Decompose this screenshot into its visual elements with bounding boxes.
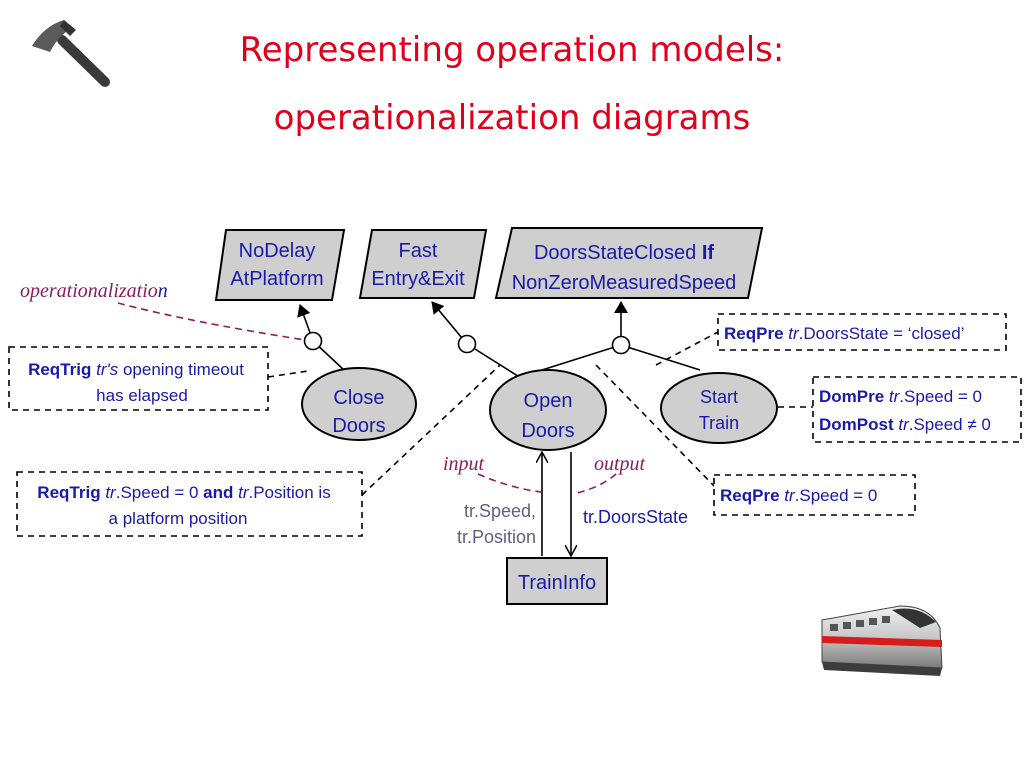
dom-start-train-box: DomPre tr.Speed = 0 DomPost tr.Speed ≠ 0	[812, 376, 1022, 443]
operation-open-doors: Open Doors	[489, 369, 607, 451]
operation-start-train: Start Train	[660, 372, 778, 444]
reqpre-speed-box: ReqPre tr.Speed = 0	[713, 474, 916, 516]
requirement-connectors	[267, 331, 813, 496]
operationalization-circle	[611, 335, 631, 355]
goal-label-line-1: Fast	[399, 240, 438, 262]
input-vars-line-2: tr.Position	[457, 527, 536, 547]
operation-label-line-2: Train	[699, 413, 739, 433]
goal-label-line-1: NoDelay	[239, 240, 316, 262]
output-vars: tr.DoorsState	[583, 507, 688, 527]
operation-label-line-1: Start	[700, 387, 738, 407]
goal-doors-state-closed: DoorsStateClosed If NonZeroMeasuredSpeed	[494, 227, 764, 299]
goal-label-line-2: AtPlatform	[230, 268, 323, 290]
slide-title-line-2: operationalization diagrams	[273, 98, 751, 138]
reqtrig-open-doors-box: ReqTrig tr.Speed = 0 and tr.Position is …	[16, 471, 363, 537]
annotation-curves	[117, 302, 617, 495]
goal-label-line-2: NonZeroMeasuredSpeed	[512, 272, 737, 294]
goal-nodelay-atplatform: NoDelay AtPlatform	[214, 229, 346, 301]
operationalization-label: operationalization	[20, 280, 168, 302]
goal-label-line-1: DoorsStateClosed If	[534, 242, 714, 264]
operation-label-line-2: Doors	[521, 420, 574, 442]
reqtrig-line-2: has elapsed	[96, 386, 188, 405]
goal-fast-entry-exit: Fast Entry&Exit	[358, 229, 488, 299]
operation-label-line-1: Close	[333, 387, 384, 409]
reqpre-doors-state-box: ReqPre tr.DoorsState = ‘closed’	[717, 313, 1007, 351]
slide-title-line-1: Representing operation models:	[239, 30, 785, 70]
operationalization-circle	[303, 331, 323, 351]
operationalization-links	[297, 301, 701, 379]
reqtrig-line-1: ReqTrig tr.Speed = 0 and tr.Position is	[37, 483, 330, 502]
train-icon	[821, 605, 943, 676]
operationalization-circle	[457, 334, 477, 354]
output-label: output	[594, 453, 646, 475]
operation-label-line-2: Doors	[332, 415, 385, 437]
entity-traininfo: TrainInfo	[506, 557, 608, 605]
operation-close-doors: Close Doors	[301, 367, 417, 441]
input-label: input	[443, 453, 485, 475]
reqtrig-line-2: a platform position	[109, 509, 248, 528]
hammer-icon	[32, 20, 110, 87]
dompost-text: DomPost tr.Speed ≠ 0	[819, 415, 991, 434]
reqtrig-close-doors-box: ReqTrig tr's opening timeout has elapsed	[8, 346, 269, 411]
dompre-text: DomPre tr.Speed = 0	[819, 387, 982, 406]
goal-label-line-2: Entry&Exit	[371, 268, 465, 290]
operation-label-line-1: Open	[524, 390, 573, 412]
entity-label: TrainInfo	[518, 572, 596, 594]
reqpre-text: ReqPre tr.Speed = 0	[720, 486, 877, 505]
input-vars-line-1: tr.Speed,	[464, 501, 536, 521]
reqtrig-line-1: ReqTrig tr's opening timeout	[28, 360, 244, 379]
reqpre-text: ReqPre tr.DoorsState = ‘closed’	[724, 324, 964, 343]
